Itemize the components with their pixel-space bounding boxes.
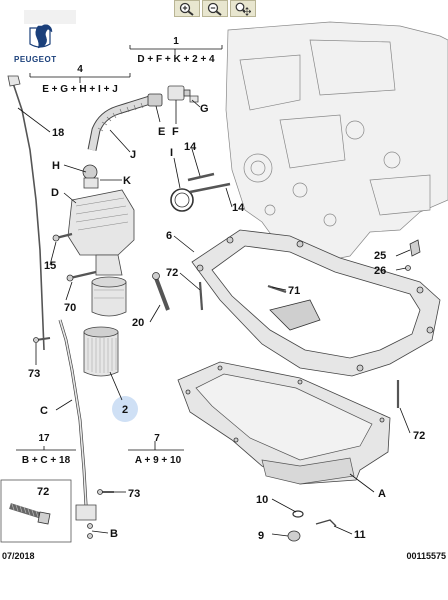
callout-h[interactable]: H: [52, 160, 60, 172]
sensor-25: [409, 239, 421, 257]
group-4-formula: E + G + H + I + J: [42, 84, 118, 95]
group-7-formula: A + 9 + 10: [135, 455, 182, 466]
callout-a[interactable]: A: [378, 488, 386, 500]
group-17-formula: B + C + 18: [22, 455, 71, 466]
group-1-number: 1: [173, 36, 179, 47]
oil-jet-20: [152, 272, 170, 311]
callout-20[interactable]: 20: [132, 317, 144, 329]
callout-26[interactable]: 26: [374, 265, 386, 277]
bolt-73-lower: [97, 489, 114, 495]
bolts-b: [87, 523, 93, 539]
group-17-number: 17: [38, 433, 50, 444]
bolt-73-upper: [33, 337, 51, 343]
callout-15[interactable]: 15: [44, 260, 56, 272]
callout-18[interactable]: 18: [52, 127, 64, 139]
callout-f[interactable]: F: [172, 126, 179, 138]
callout-c[interactable]: C: [40, 405, 48, 417]
zoom-in-button[interactable]: [174, 0, 200, 17]
washer-10: [292, 510, 304, 518]
group-1-formula: D + F + K + 2 + 4: [137, 54, 215, 65]
callout-14-bottom[interactable]: 14: [232, 202, 245, 214]
callout-25[interactable]: 25: [374, 250, 386, 262]
callout-d[interactable]: D: [51, 187, 59, 199]
callout-2[interactable]: 2: [122, 404, 128, 416]
callout-i[interactable]: I: [170, 147, 173, 159]
inset-label-72[interactable]: 72: [37, 486, 49, 498]
bolt-72-inset: [0, 479, 72, 543]
callout-6[interactable]: 6: [166, 230, 172, 242]
sensor-f: [167, 85, 191, 101]
bolt-15: [52, 232, 73, 242]
callout-k[interactable]: K: [123, 175, 131, 187]
zoom-out-button[interactable]: [202, 0, 228, 17]
bolt-70: [66, 270, 97, 282]
zoom-out-icon: [207, 2, 222, 16]
callout-b[interactable]: B: [110, 528, 118, 540]
filter-cover: [91, 276, 127, 317]
brand-name: PEUGEOT: [14, 55, 57, 64]
leader-lines: [16, 45, 411, 537]
clip-11: [315, 519, 337, 527]
zoom-move-button[interactable]: [230, 0, 256, 17]
zoom-in-icon: [179, 2, 194, 16]
studs-14: [187, 172, 231, 194]
oil-pan-upper-frame-6: [191, 229, 441, 377]
footer-date: 07/2018: [2, 551, 35, 561]
valve-e: [147, 93, 163, 107]
breather-hose-j: [87, 95, 152, 151]
callout-73-upper[interactable]: 73: [28, 368, 40, 380]
dipstick-18: [7, 75, 45, 351]
bolt-72-upper: [198, 281, 204, 311]
bolt-26: [405, 265, 411, 271]
dipstick-guide-c: [58, 319, 97, 521]
callout-71[interactable]: 71: [288, 285, 300, 297]
callout-72-right[interactable]: 72: [413, 430, 425, 442]
callout-10[interactable]: 10: [256, 494, 268, 506]
bolt-71: [267, 284, 287, 294]
clip-g: [189, 95, 199, 103]
callout-9[interactable]: 9: [258, 530, 264, 542]
lion-emblem-icon: [35, 24, 53, 49]
callout-73-lower[interactable]: 73: [128, 488, 140, 500]
callout-11[interactable]: 11: [354, 529, 366, 541]
callout-e[interactable]: E: [158, 126, 165, 138]
drain-plug-9: [287, 530, 301, 542]
oil-filter-element-2: [83, 326, 119, 377]
group-7-number: 7: [154, 433, 160, 444]
peugeot-logo: PEUGEOT: [14, 10, 76, 64]
zoom-move-icon: [235, 2, 251, 16]
engine-block: [225, 21, 448, 263]
highlight-circle: [112, 396, 138, 422]
callout-72-upper[interactable]: 72: [166, 267, 178, 279]
oil-filter-housing-d: [67, 164, 135, 276]
callout-70[interactable]: 70: [64, 302, 76, 314]
group-4-number: 4: [77, 64, 83, 75]
gasket-i: [170, 188, 194, 212]
footer-reference: 00115575: [406, 551, 446, 561]
callout-14-top[interactable]: 14: [184, 141, 197, 153]
callout-g[interactable]: G: [200, 103, 209, 115]
oil-sump-a: [177, 361, 391, 485]
callout-j[interactable]: J: [130, 149, 136, 161]
zoom-toolbar: [174, 0, 256, 17]
